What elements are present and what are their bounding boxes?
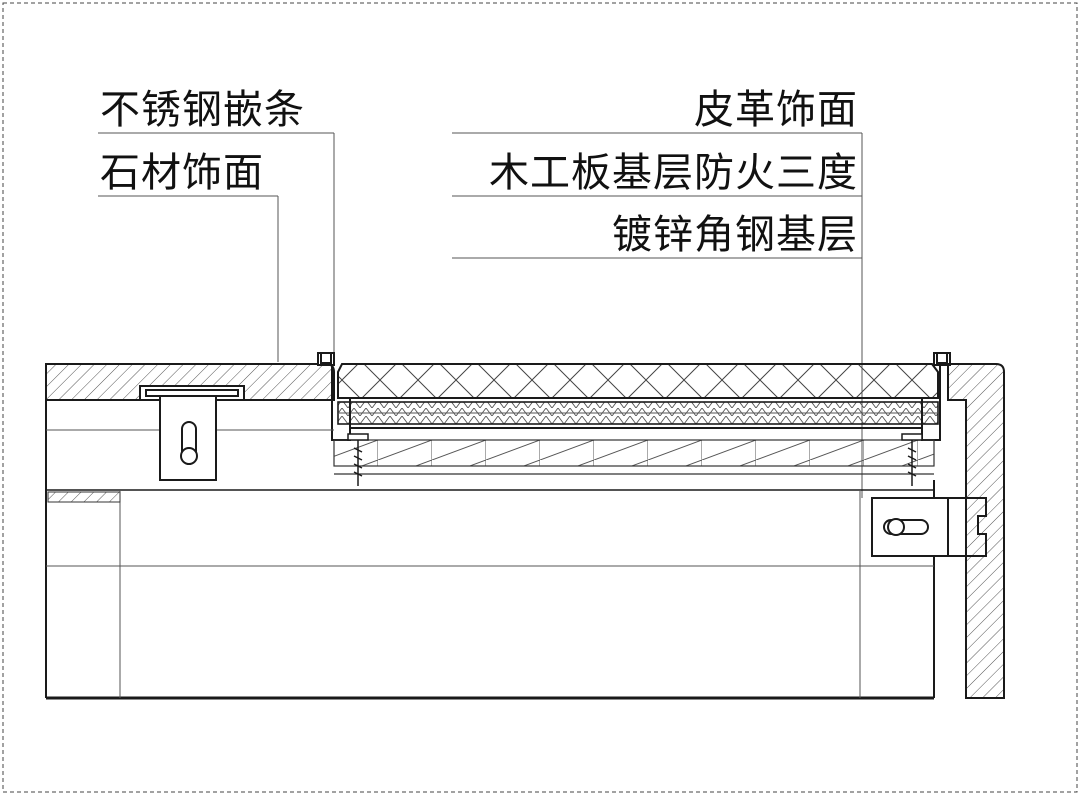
bracket-left	[159, 395, 217, 481]
label-leather-finish: 皮革饰面	[694, 87, 858, 133]
label-plywood-fireproof: 木工板基层防火三度	[489, 150, 858, 196]
screw-right	[901, 433, 923, 486]
stone-corner-right	[947, 363, 1005, 699]
small-hatched-block	[47, 491, 121, 503]
stainless-steel-strip-right	[933, 352, 951, 366]
label-angle-steel-base: 镀锌角钢基层	[612, 212, 858, 258]
leader-lines	[98, 132, 863, 498]
label-stone-finish: 石材饰面	[100, 150, 264, 196]
leather-finish-layer	[337, 363, 939, 399]
angle-steel-base-layer	[333, 439, 935, 475]
label-stainless-steel-strip: 不锈钢嵌条	[100, 87, 305, 133]
stainless-steel-strip-left	[317, 352, 335, 366]
plywood-fireproof-layer	[337, 401, 939, 425]
screw-left	[347, 433, 369, 486]
bracket-right	[871, 497, 987, 557]
